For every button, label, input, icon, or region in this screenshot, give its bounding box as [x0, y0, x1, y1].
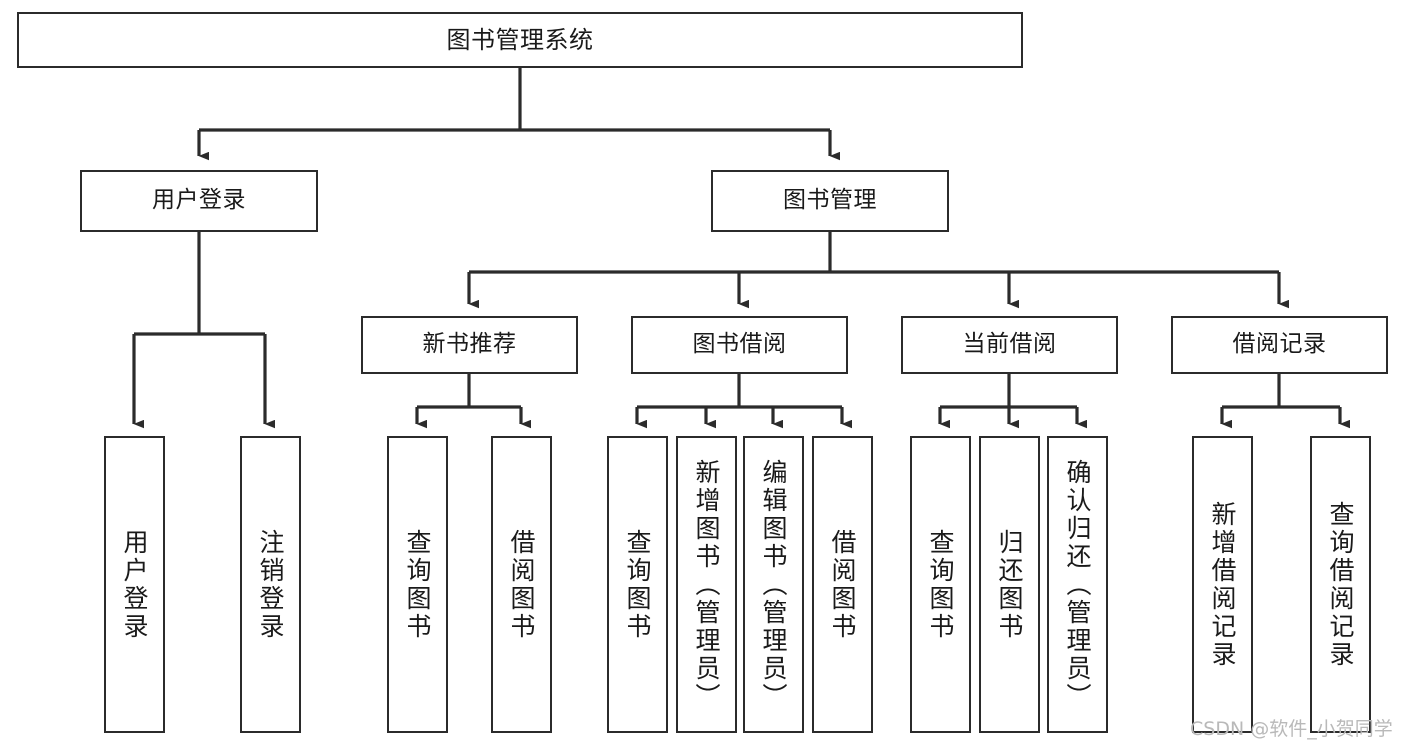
leaf-book-borrow-edit[interactable]: 编辑图书（管理员）: [743, 436, 804, 733]
leaf-new-book-query[interactable]: 查询图书: [387, 436, 448, 733]
node-label: 借阅图书: [828, 528, 857, 641]
node-label: 注销登录: [256, 528, 285, 641]
node-label: 用户登录: [120, 528, 149, 641]
leaf-user-login-login[interactable]: 用户登录: [104, 436, 165, 733]
node-label: 图书管理系统: [446, 25, 594, 54]
leaf-book-borrow-query[interactable]: 查询图书: [607, 436, 668, 733]
node-new-book-recommend[interactable]: 新书推荐: [361, 316, 578, 374]
node-label: 归还图书: [995, 528, 1024, 641]
node-label: 编辑图书（管理员）: [759, 458, 788, 711]
leaf-borrow-record-query[interactable]: 查询借阅记录: [1310, 436, 1371, 733]
leaf-current-borrow-return[interactable]: 归还图书: [979, 436, 1040, 733]
node-label: 查询借阅记录: [1326, 500, 1355, 669]
leaf-book-borrow-borrow[interactable]: 借阅图书: [812, 436, 873, 733]
leaf-borrow-record-add[interactable]: 新增借阅记录: [1192, 436, 1253, 733]
node-label: 新增图书（管理员）: [692, 458, 721, 711]
leaf-current-borrow-confirm[interactable]: 确认归还（管理员）: [1047, 436, 1108, 733]
node-label: 用户登录: [152, 187, 246, 214]
node-borrow-record[interactable]: 借阅记录: [1171, 316, 1388, 374]
node-root-system[interactable]: 图书管理系统: [17, 12, 1023, 68]
leaf-book-borrow-add[interactable]: 新增图书（管理员）: [676, 436, 737, 733]
node-book-borrow[interactable]: 图书借阅: [631, 316, 848, 374]
node-label: 当前借阅: [962, 331, 1057, 358]
leaf-new-book-borrow[interactable]: 借阅图书: [491, 436, 552, 733]
node-label: 图书管理: [783, 187, 877, 214]
node-label: 图书借阅: [692, 331, 787, 358]
node-label: 借阅图书: [507, 528, 536, 641]
node-label: 查询图书: [926, 528, 955, 641]
node-label: 借阅记录: [1232, 331, 1327, 358]
leaf-current-borrow-query[interactable]: 查询图书: [910, 436, 971, 733]
node-label: 新增借阅记录: [1208, 500, 1237, 669]
node-label: 查询图书: [403, 528, 432, 641]
node-book-management[interactable]: 图书管理: [711, 170, 949, 232]
node-current-borrow[interactable]: 当前借阅: [901, 316, 1118, 374]
node-label: 查询图书: [623, 528, 652, 641]
leaf-user-login-logout[interactable]: 注销登录: [240, 436, 301, 733]
node-user-login[interactable]: 用户登录: [80, 170, 318, 232]
node-label: 确认归还（管理员）: [1063, 458, 1092, 711]
node-label: 新书推荐: [422, 331, 517, 358]
